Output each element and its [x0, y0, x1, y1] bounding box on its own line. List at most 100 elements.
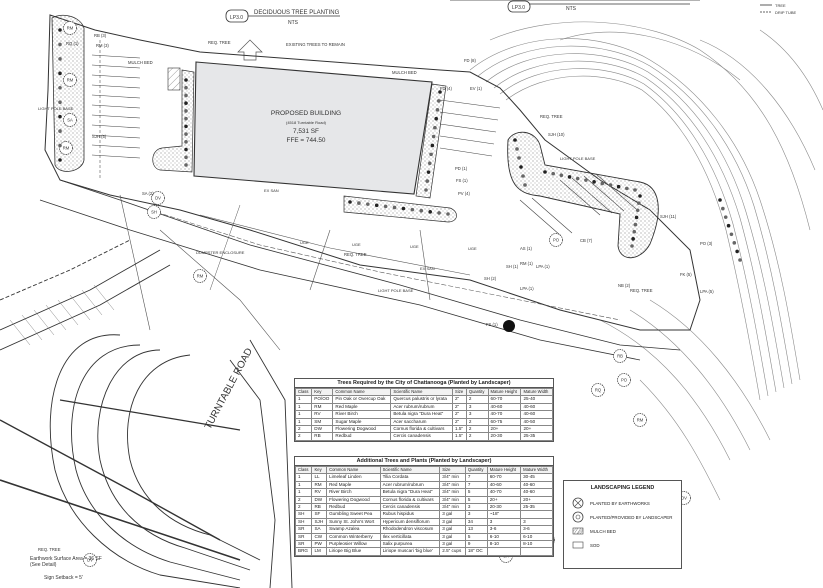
table2-cell: RB — [311, 503, 328, 512]
table2-cell: Rubus hispidus — [379, 510, 441, 519]
plant-circle: RM — [633, 413, 647, 427]
table2-title: Additional Trees and Plants (Planted by … — [295, 457, 553, 466]
table1-cell: RM — [311, 402, 334, 412]
shrub-dot — [58, 71, 62, 76]
plant-circle: RQ — [591, 383, 605, 397]
table2-cell: 3 — [486, 517, 522, 527]
table2-col-7: Mature Width — [520, 465, 553, 475]
plant-tag: LPA (1) — [520, 286, 534, 291]
shrub-dot — [729, 232, 734, 237]
table1-cell: 25-35 — [520, 432, 553, 441]
table1-cell: 2 — [294, 425, 313, 434]
table2-cell: SH — [294, 510, 313, 519]
plant-circle-label: DV — [681, 496, 687, 501]
circle-tag-icon — [572, 511, 584, 523]
detail-left-scale: NTS — [288, 20, 299, 26]
plant-tag: RQ (1) — [66, 41, 79, 46]
shrub-dot — [721, 206, 725, 211]
shrub-dot — [637, 201, 641, 205]
shrub-dot — [424, 188, 428, 192]
plant-circle: DV — [83, 553, 97, 567]
shrub-dot — [426, 170, 431, 174]
table1-title: Trees Required by the City of Chattanoog… — [295, 379, 553, 388]
plant-tags: RB (3)RM (3)RQ (1)FD (8)EV (1)FD (4)PD (… — [66, 33, 714, 327]
table1-cell: 2 — [465, 425, 489, 434]
shrub-dot — [184, 101, 188, 105]
building-area: 7,531 SF — [293, 128, 319, 135]
shrub-dot — [567, 175, 572, 179]
shrub-dot — [184, 163, 188, 167]
shrub-dot — [718, 198, 722, 202]
note-light-pole-base-3: LIGHT POLE BASE — [378, 288, 414, 293]
plant-tag: FK (5) — [680, 272, 692, 277]
table2-col-4: Size — [439, 465, 466, 475]
note-req-tree-2: REQ. TREE — [208, 40, 231, 45]
plant-circle-label: RM — [63, 146, 70, 151]
table2-cell: Liriope muscari 'big blue' — [379, 547, 441, 556]
table2-cell: 8-10 — [486, 540, 522, 549]
circle-x-icon — [572, 497, 584, 509]
detail-left-title: DECIDUOUS TREE PLANTING — [254, 10, 340, 16]
table2-col-6: Mature Height — [486, 465, 522, 475]
shrub-dot — [184, 132, 188, 136]
turntable-road — [0, 239, 293, 588]
plant-tag: RM (1) — [520, 261, 533, 266]
plant-tag: SJH (5) — [92, 134, 107, 139]
table2-cell: 40-60 — [520, 480, 553, 490]
note-ex-san-1: EX SAN — [264, 188, 279, 193]
shrub-dot — [401, 206, 406, 211]
table2-cell: Ilex verticillata — [379, 532, 441, 542]
table2-cell: CW — [311, 532, 328, 542]
table2-cell: 3/4" min — [439, 503, 466, 512]
proposed-building: PROPOSED BUILDING (4518 Turntable Road) … — [167, 61, 433, 195]
shrub-dot — [726, 223, 731, 228]
shrub-dot — [625, 186, 629, 191]
table2-cell: BRG — [294, 547, 313, 556]
detail-right-legend-2: DRIP TUBE — [775, 10, 797, 15]
shrub-dot — [517, 156, 521, 160]
detail-right-tag: LP3.0 — [512, 5, 525, 11]
table1-cell: Cercis canadensis — [390, 432, 453, 441]
table1-cell: 1 — [294, 395, 313, 404]
table1-cell: Sugar Maple — [332, 417, 392, 427]
note-ex-san-2: EX SAN — [420, 266, 435, 271]
plant-tag: FD (8) — [464, 58, 476, 63]
shrub-dot — [446, 212, 450, 216]
table2-cell: 9 — [464, 540, 488, 549]
shrub-dot — [632, 229, 637, 234]
table1-cell: 2" — [452, 410, 467, 419]
table2-cell: 6-10 — [486, 532, 522, 542]
note-light-pole-base-2: LIGHT POLE BASE — [560, 156, 596, 161]
table1-cell: 1 — [294, 410, 313, 419]
shrub-dot — [58, 28, 62, 32]
shrub-dot — [419, 208, 424, 213]
plant-circle: RM — [59, 141, 73, 155]
table2-cell: 30-45 — [520, 473, 553, 482]
shrub-dot — [616, 184, 621, 189]
table2-cell: 3/4" min — [439, 473, 466, 482]
table2-cell: 7 — [464, 473, 488, 482]
shrub-dots — [58, 28, 742, 262]
table1-cell: DW — [311, 425, 334, 434]
note-dumpster: DUMPSTER ENCLOSURE — [196, 250, 245, 255]
shrub-dot — [425, 179, 430, 183]
shrub-dot — [184, 155, 188, 160]
note-req-tree-4: REQ. TREE — [630, 288, 653, 293]
table1-cell: RB — [311, 432, 334, 441]
table2-cell: 20+ — [486, 495, 522, 505]
table2-cell: 40-60 — [520, 488, 553, 497]
shrub-dot — [366, 202, 370, 206]
road-hatching — [9, 284, 115, 346]
plant-circle-label: RM — [197, 274, 204, 279]
shrub-dot — [630, 244, 634, 248]
note-uge-2: UGE — [352, 242, 361, 247]
shrub-dot — [184, 124, 188, 129]
shrub-dot — [608, 183, 613, 187]
table1-cell: PO/OO — [311, 395, 334, 404]
note-req-tree-3: REQ. TREE — [344, 252, 367, 257]
